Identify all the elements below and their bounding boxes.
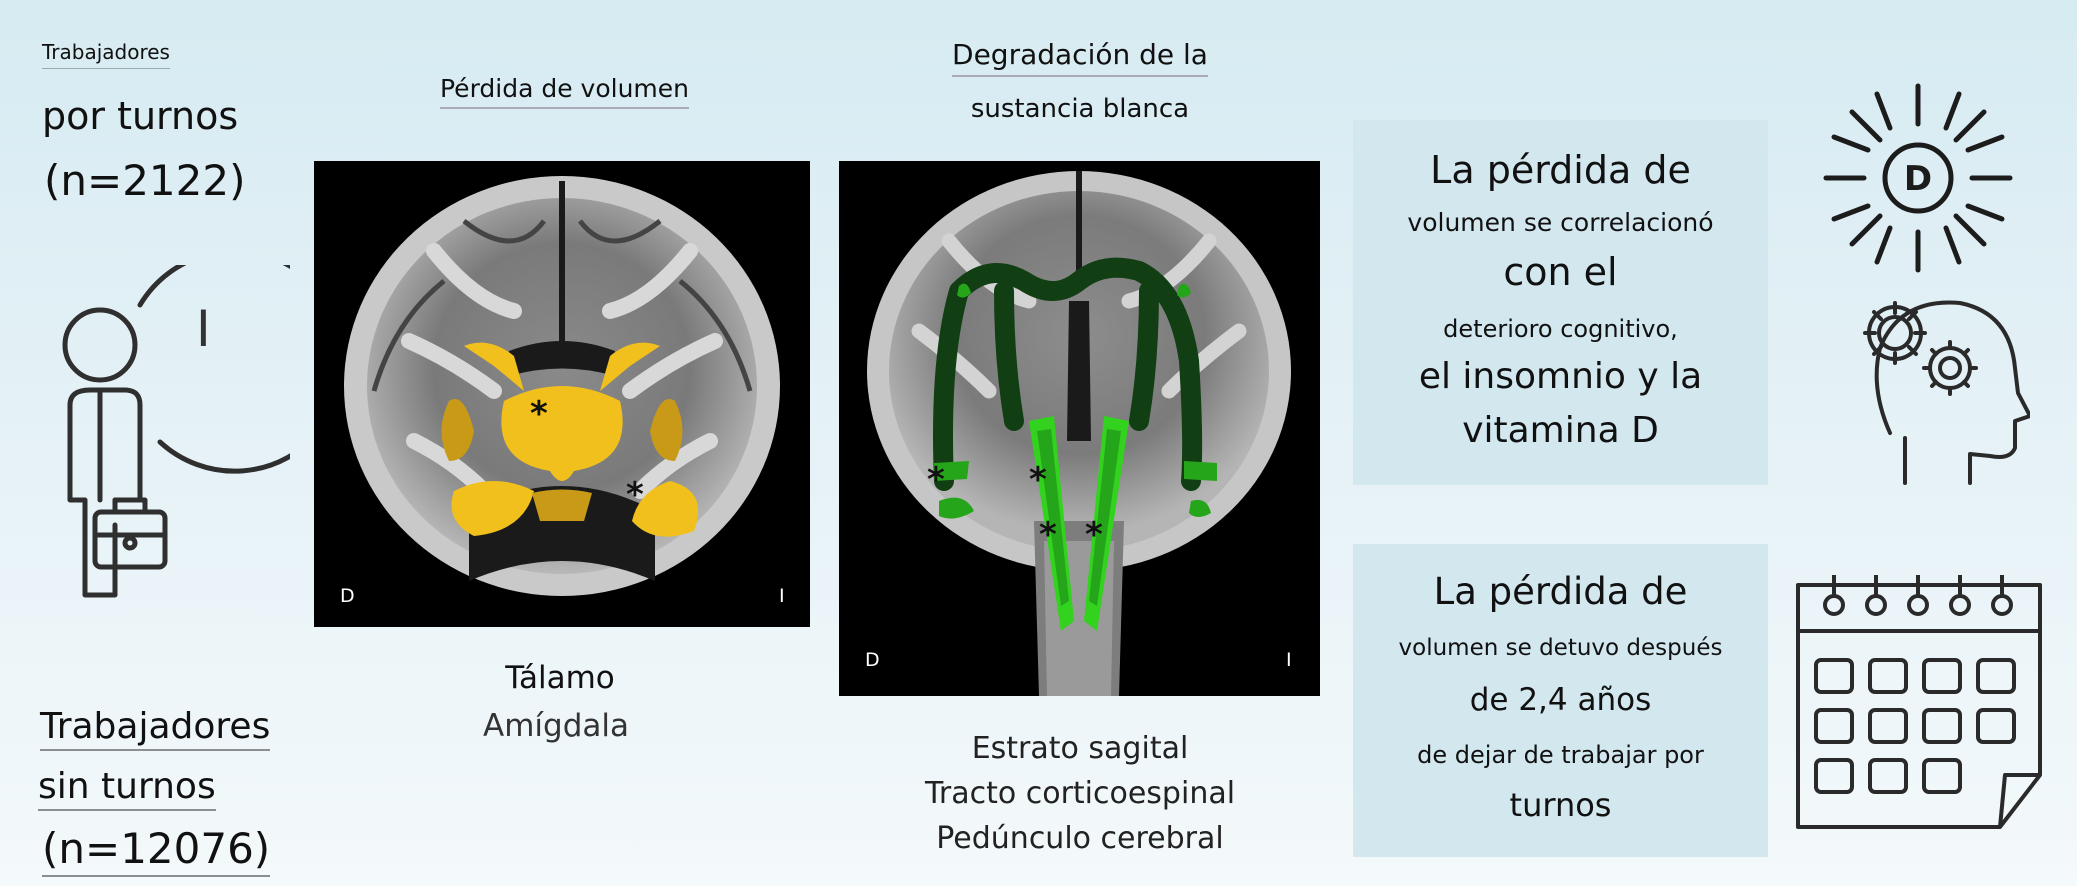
scan-left-side-d: D xyxy=(340,585,355,607)
white-matter-brain-scan: * * * * D I xyxy=(839,161,1320,696)
recovery-line2: volumen se detuvo después xyxy=(1398,635,1723,661)
correlation-line6: vitamina D xyxy=(1462,410,1659,451)
svg-text:*: * xyxy=(1039,515,1057,555)
white-matter-title-line1: Degradación de la xyxy=(952,38,1208,77)
correlation-line3: con el xyxy=(1503,250,1618,294)
recovery-line1: La pérdida de xyxy=(1433,570,1688,613)
shift-workers-count: (n=2122) xyxy=(44,156,246,205)
scan-right-side-d: D xyxy=(865,649,880,671)
recovery-panel: La pérdida de volumen se detuvo después … xyxy=(1353,544,1768,857)
non-shift-workers-title: Trabajadores xyxy=(40,706,271,751)
volume-loss-brain-scan: * * D I xyxy=(314,161,810,627)
shift-workers-title: por turnos xyxy=(42,94,239,138)
correlation-line4: deterioro cognitivo, xyxy=(1443,315,1678,343)
scan-left-side-i: I xyxy=(779,585,785,607)
recovery-line4: de dejar de trabajar por xyxy=(1417,741,1704,769)
correlation-line5: el insomnio y la xyxy=(1418,356,1703,397)
svg-text:*: * xyxy=(626,475,644,515)
svg-text:*: * xyxy=(1029,460,1047,500)
svg-text:*: * xyxy=(927,460,945,500)
clock-marker-letter: I xyxy=(196,300,211,358)
correlation-panel: La pérdida de volumen se correlacionó co… xyxy=(1353,120,1768,485)
scan-right-side-i: I xyxy=(1286,649,1292,671)
region-sagittal-stratum: Estrato sagital xyxy=(971,731,1189,766)
sun-icon: D xyxy=(1823,83,2013,273)
white-matter-title: Degradación de la xyxy=(880,38,1280,77)
region-corticospinal-tract: Tracto corticoespinal xyxy=(924,776,1236,811)
non-shift-workers-count: (n=12076) xyxy=(42,824,271,877)
vitamin-d-letter: D xyxy=(1904,159,1932,199)
non-shift-workers-subtitle: sin turnos xyxy=(38,766,216,811)
white-matter-subtitle: sustancia blanca xyxy=(970,94,1190,124)
recovery-line5: turnos xyxy=(1509,786,1612,824)
region-amygdala: Amígdala xyxy=(483,708,629,744)
calendar-icon xyxy=(1796,575,2042,829)
correlation-line2: volumen se correlacionó xyxy=(1407,208,1714,237)
recovery-line3: de 2,4 años xyxy=(1469,682,1652,718)
volume-loss-title: Pérdida de volumen xyxy=(440,74,690,109)
shift-workers-label: Trabajadores xyxy=(42,40,170,69)
region-cerebral-peduncle: Pedúnculo cerebral xyxy=(936,821,1224,856)
svg-text:*: * xyxy=(530,394,548,434)
svg-text:*: * xyxy=(1085,515,1103,555)
worker-briefcase-icon xyxy=(62,265,290,598)
correlation-line1: La pérdida de xyxy=(1430,148,1691,192)
head-gears-icon xyxy=(1863,300,2030,485)
region-thalamus: Tálamo xyxy=(505,660,615,696)
